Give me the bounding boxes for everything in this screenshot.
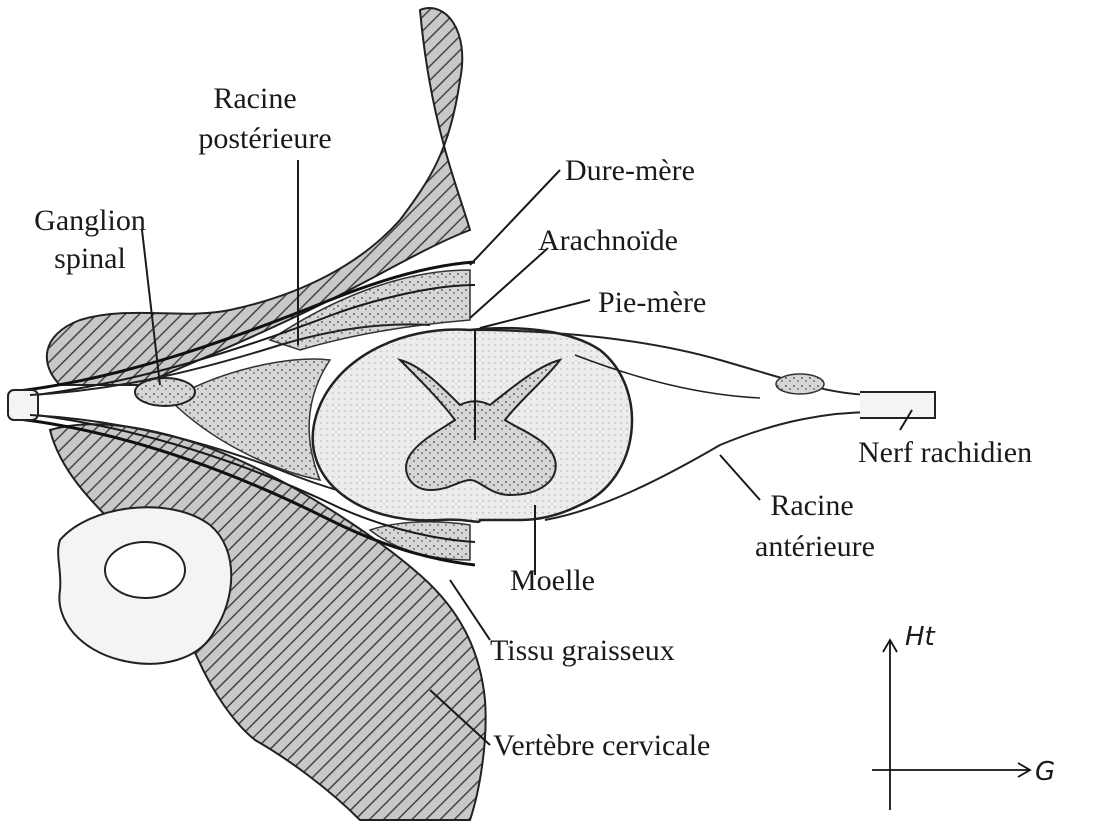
label-ganglion-line2: spinal [54, 242, 126, 275]
right-ganglion [776, 374, 824, 394]
label-racine-posterieure-line1: Racine [213, 82, 296, 115]
axis-label-g: G [1035, 757, 1055, 787]
spinal-ganglion [135, 378, 195, 406]
label-dure-mere: Dure-mère [565, 154, 695, 187]
orientation-axes: Ht G [872, 622, 1055, 810]
leader-arachnoide [470, 248, 548, 318]
leader-pie-mere [480, 300, 590, 328]
spinal-nerve-right [860, 392, 935, 418]
label-racine-anterieure-line2: antérieure [755, 530, 875, 563]
label-vertebre-cervicale: Vertèbre cervicale [493, 729, 710, 762]
label-arachnoide: Arachnoïde [538, 224, 678, 257]
leader-racine-anterieure [720, 455, 760, 500]
label-nerf-rachidien: Nerf rachidien [858, 436, 1032, 469]
label-ganglion-line1: Ganglion [34, 204, 146, 237]
label-pie-mere: Pie-mère [598, 286, 706, 319]
label-racine-posterieure-line2: postérieure [198, 122, 331, 155]
label-moelle: Moelle [510, 564, 595, 597]
vertebral-foramen [105, 542, 185, 598]
axis-label-ht: Ht [905, 622, 936, 652]
label-racine-anterieure-line1: Racine [770, 489, 853, 522]
label-tissu-graisseux: Tissu graisseux [490, 634, 675, 667]
